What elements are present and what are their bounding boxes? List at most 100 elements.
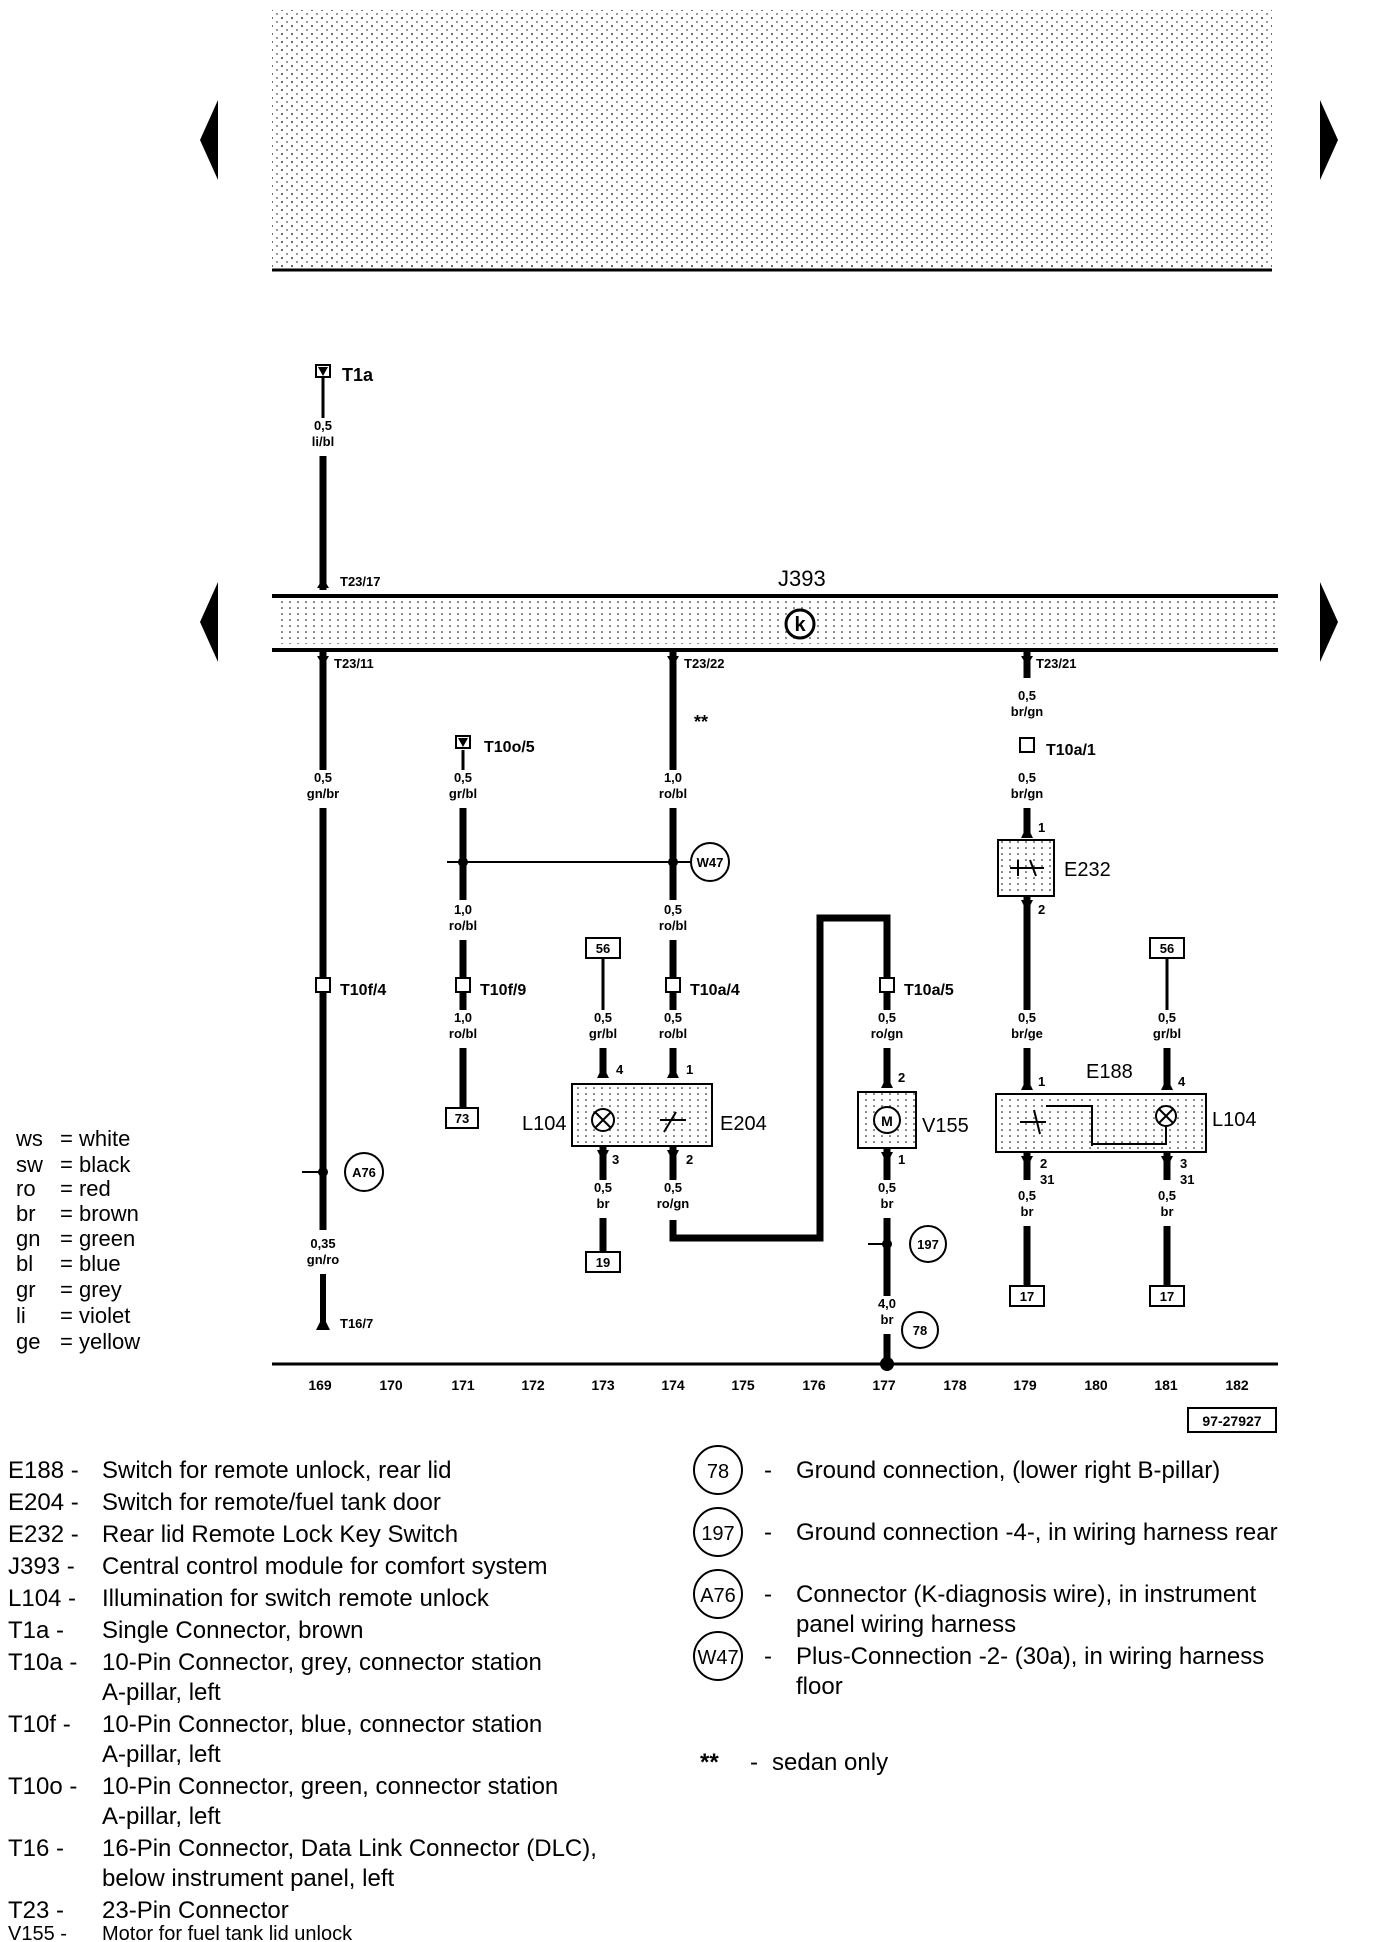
label-e232: E232	[1064, 859, 1111, 881]
svg-text:2: 2	[686, 1152, 693, 1167]
svg-text:78: 78	[913, 1323, 927, 1338]
svg-text:31: 31	[1040, 1172, 1054, 1187]
svg-text:gr/bl: gr/bl	[1153, 1026, 1181, 1041]
motor-icon	[873, 1106, 901, 1134]
svg-text:2: 2	[1040, 1156, 1047, 1171]
svg-text:panel wiring harness: panel wiring harness	[796, 1611, 1016, 1638]
svg-text:= yellow: = yellow	[60, 1329, 140, 1354]
svg-text:0,5: 0,5	[1158, 1188, 1176, 1203]
note-text: sedan only	[772, 1749, 888, 1776]
switch-icon	[660, 1111, 686, 1133]
svg-text:= grey: = grey	[60, 1277, 122, 1302]
svg-text:170: 170	[379, 1377, 403, 1393]
svg-text:181: 181	[1154, 1377, 1178, 1393]
svg-text:180: 180	[1084, 1377, 1108, 1393]
circuit-179: 0,5 br/gn T10a/1 0,5 br/gn 1 E232 2 0,5 …	[997, 652, 1111, 1307]
svg-text:= violet: = violet	[60, 1303, 130, 1328]
svg-text:= blue: = blue	[60, 1251, 121, 1276]
svg-text:78: 78	[707, 1461, 729, 1483]
svg-text:0,5: 0,5	[1018, 770, 1036, 785]
svg-text:br: br	[1021, 1204, 1034, 1219]
svg-text:br: br	[597, 1196, 610, 1211]
svg-text:br/ge: br/ge	[1011, 1026, 1043, 1041]
plus-w47-icon	[690, 842, 730, 882]
next-page-arrow-mid[interactable]	[1320, 582, 1338, 662]
svg-text:M: M	[881, 1113, 893, 1129]
svg-text:br/gn: br/gn	[1011, 704, 1044, 719]
svg-text:T10f -: T10f -	[8, 1711, 71, 1738]
svg-text:E188 -: E188 -	[8, 1457, 79, 1484]
svg-text:0,5: 0,5	[1018, 1188, 1036, 1203]
note-dash: -	[750, 1749, 758, 1776]
svg-text:1: 1	[1038, 820, 1045, 835]
svg-text:A-pillar, left: A-pillar, left	[102, 1679, 221, 1706]
svg-text:0,5: 0,5	[664, 902, 682, 917]
svg-text:A76: A76	[352, 1165, 376, 1180]
svg-text:E204 -: E204 -	[8, 1489, 79, 1516]
ref-17-left: 17	[1020, 1289, 1034, 1304]
svg-text:Motor for fuel tank lid unlock: Motor for fuel tank lid unlock	[102, 1923, 353, 1942]
svg-text:bl: bl	[16, 1251, 33, 1276]
svg-text:Ground connection, (lower righ: Ground connection, (lower right B-pillar…	[796, 1457, 1220, 1484]
prev-page-arrow-top[interactable]	[200, 100, 218, 180]
key-switch-icon	[1010, 859, 1044, 877]
svg-text:floor: floor	[796, 1673, 843, 1700]
svg-text:3: 3	[1180, 1156, 1187, 1171]
ref-56-left: 56	[596, 941, 610, 956]
figure-id: 97-27927	[1202, 1413, 1261, 1429]
svg-text:T1a -: T1a -	[8, 1617, 64, 1644]
svg-text:4: 4	[1178, 1074, 1186, 1089]
svg-text:= white: = white	[60, 1126, 130, 1151]
connector-t1a: T1a	[342, 365, 374, 385]
svg-text:197: 197	[917, 1237, 939, 1252]
prev-page-arrow-mid[interactable]	[200, 582, 218, 662]
svg-text:Single Connector, brown: Single Connector, brown	[102, 1617, 364, 1644]
svg-text:-: -	[764, 1643, 772, 1670]
svg-text:gn/ro: gn/ro	[307, 1252, 340, 1267]
svg-text:br: br	[881, 1312, 894, 1327]
svg-text:1: 1	[1038, 1074, 1045, 1089]
svg-text:Ground connection -4-, in wiri: Ground connection -4-, in wiring harness…	[796, 1519, 1278, 1546]
svg-text:-: -	[764, 1581, 772, 1608]
svg-text:= black: = black	[60, 1152, 131, 1177]
j393-module: k J393 T23/17 T23/11 T23/22 T23/21	[272, 566, 1278, 671]
svg-text:4,0: 4,0	[878, 1296, 896, 1311]
svg-text:169: 169	[308, 1377, 332, 1393]
svg-text:172: 172	[521, 1377, 545, 1393]
svg-text:T16 -: T16 -	[8, 1835, 64, 1862]
svg-text:0,5: 0,5	[1018, 1010, 1036, 1025]
svg-text:10-Pin Connector, grey, connec: 10-Pin Connector, grey, connector statio…	[102, 1649, 542, 1676]
circuit-169: T1a 0,5 li/bl 0,5 gn/br T10f/4 A76 0,35 …	[302, 364, 386, 1331]
j393-label: J393	[778, 566, 826, 591]
next-page-arrow-top[interactable]	[1320, 100, 1338, 180]
svg-text:173: 173	[591, 1377, 615, 1393]
svg-text:A-pillar, left: A-pillar, left	[102, 1741, 221, 1768]
svg-text:gn: gn	[16, 1226, 40, 1251]
pin-t23-17: T23/17	[340, 574, 380, 589]
svg-text:= red: = red	[60, 1176, 111, 1201]
svg-text:ro: ro	[16, 1176, 36, 1201]
svg-text:0,5: 0,5	[664, 1010, 682, 1025]
svg-text:1,0: 1,0	[454, 1010, 472, 1025]
svg-text:179: 179	[1013, 1377, 1037, 1393]
svg-text:br/gn: br/gn	[1011, 786, 1044, 801]
upper-module-area	[272, 10, 1272, 272]
svg-text:ro/bl: ro/bl	[449, 918, 477, 933]
svg-text:3: 3	[612, 1152, 619, 1167]
svg-text:gr: gr	[16, 1277, 36, 1302]
connector-t10a4: T10a/4	[690, 982, 740, 999]
pin-t23-21: T23/21	[1036, 656, 1076, 671]
ground-78-icon	[901, 1311, 939, 1349]
svg-text:br: br	[881, 1196, 894, 1211]
svg-text:0,5: 0,5	[1018, 688, 1036, 703]
circuit-173: 56 0,5 gr/bl 4 3 0,5 br 19	[585, 937, 624, 1273]
svg-text:0,5: 0,5	[664, 1180, 682, 1195]
note-mark: **	[700, 1749, 719, 1776]
svg-text:ge: ge	[16, 1329, 40, 1354]
k-diagnosis-icon	[784, 608, 816, 640]
circuit-174: ** 1,0 ro/bl W47 0,5 ro/bl T10a/4 0,5 ro…	[657, 652, 891, 1242]
svg-text:ro/gn: ro/gn	[657, 1196, 690, 1211]
svg-text:T10o -: T10o -	[8, 1773, 77, 1800]
svg-text:ws: ws	[15, 1126, 43, 1151]
circuit-181: 56 0,5 gr/bl 4 3 31 0,5 br 17	[1149, 937, 1194, 1307]
